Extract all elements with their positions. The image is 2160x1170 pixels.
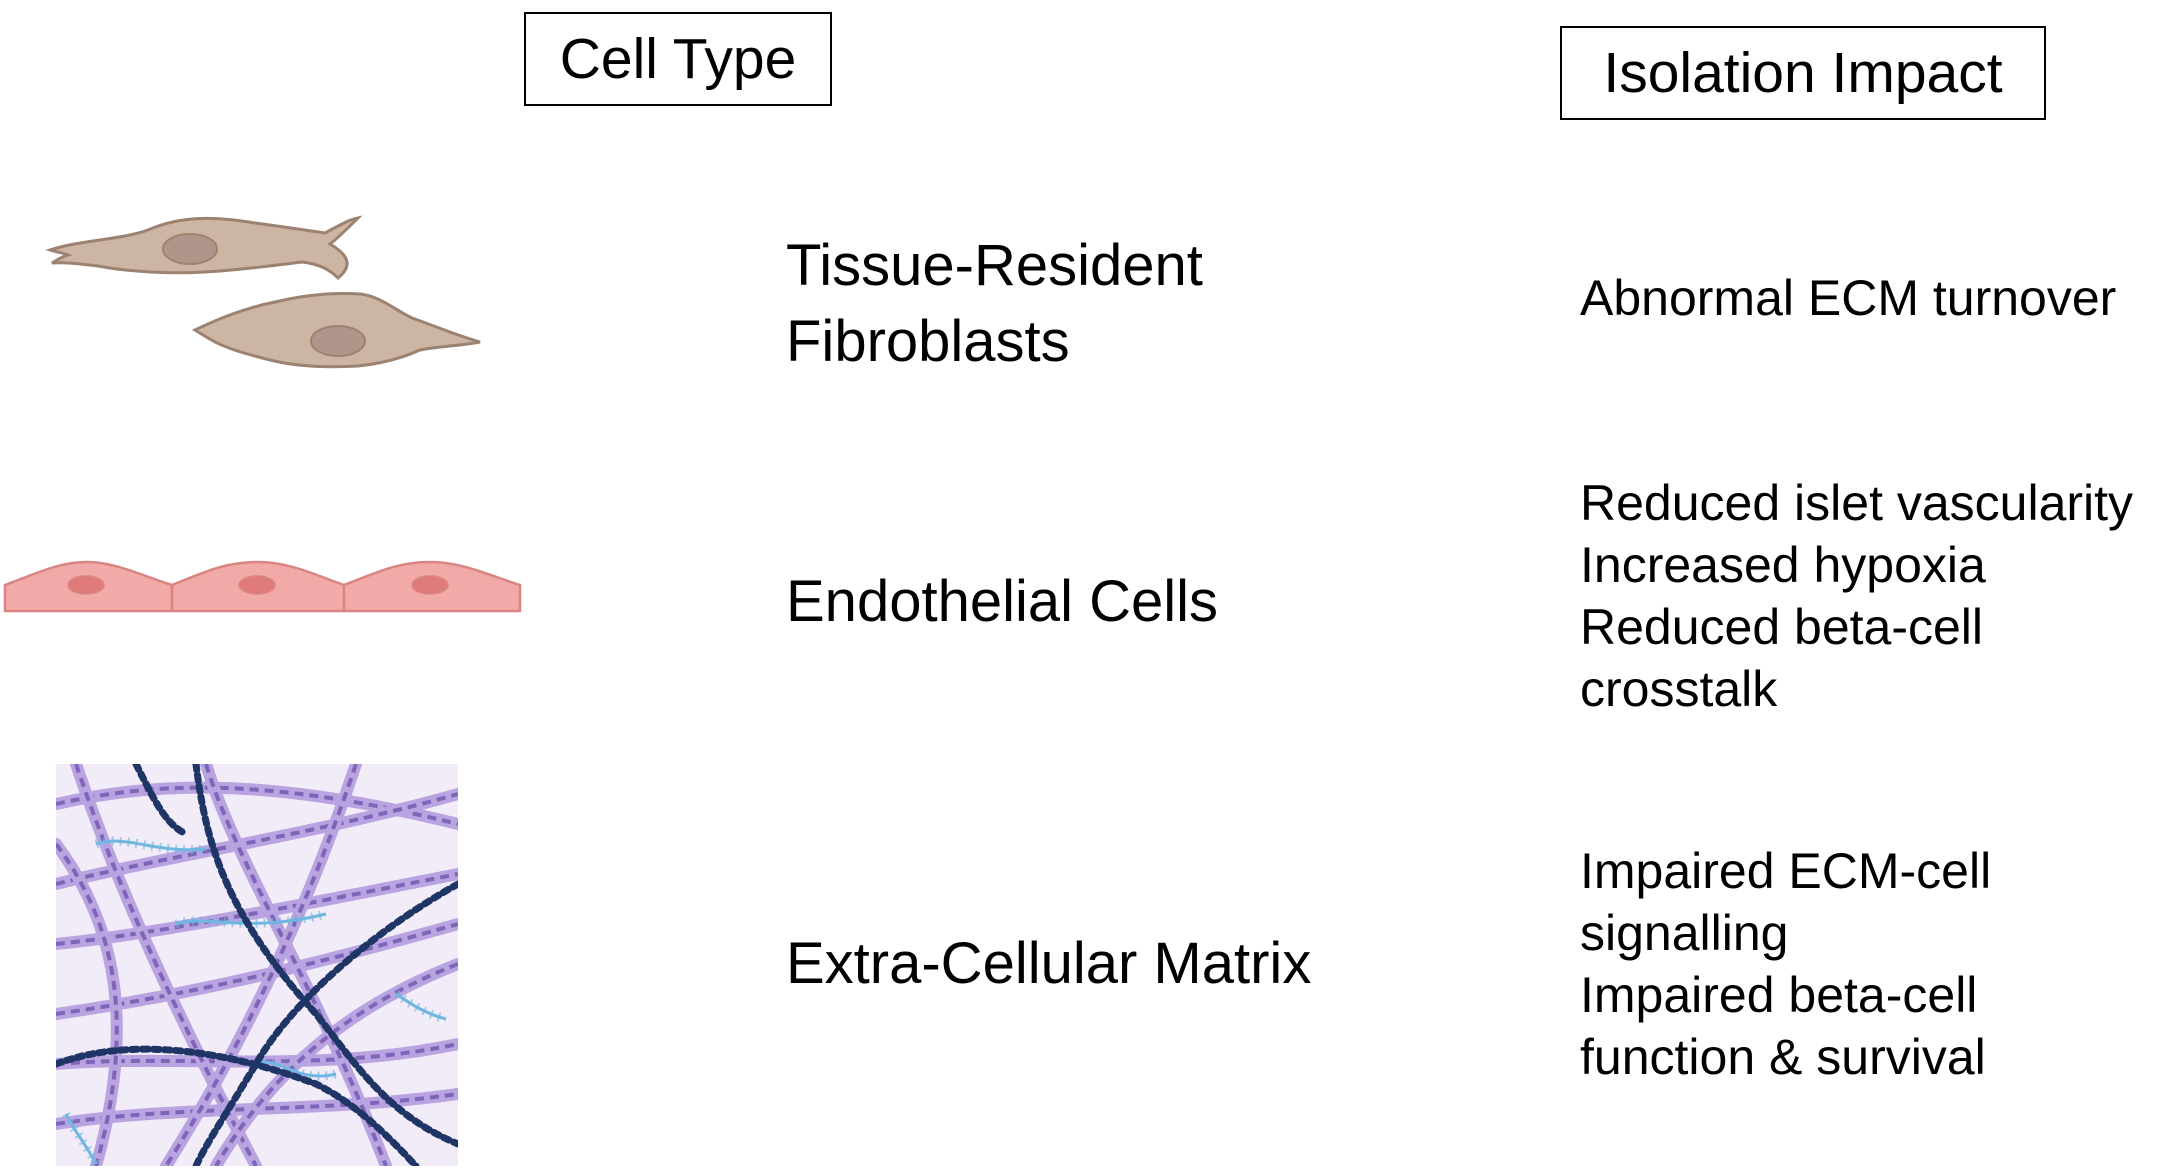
row-label-ecm: Extra-Cellular Matrix	[786, 926, 1311, 1002]
glycan-branches	[94, 836, 207, 855]
impact-line: Impaired ECM-cell	[1580, 843, 1992, 899]
fibroblast-cell-lower	[191, 291, 481, 369]
collagen-twist	[164, 764, 358, 1166]
bead-chain	[192, 880, 458, 1166]
row-label-line: Tissue-Resident	[786, 233, 1203, 298]
endothelial-nucleus	[238, 575, 276, 595]
bead-chain	[192, 764, 458, 1148]
glycan-chain	[395, 992, 447, 1021]
collagen-twist	[56, 842, 119, 1166]
row-label-fibroblasts: Tissue-Resident Fibroblasts	[786, 228, 1203, 380]
impact-line: crosstalk	[1580, 661, 1778, 717]
collagen-twist	[204, 764, 388, 1166]
fibroblast-cells-icon	[45, 215, 481, 369]
collagen-twist	[56, 922, 458, 1016]
endothelial-cells-icon	[3, 560, 522, 613]
extracellular-matrix-icon	[56, 764, 458, 1166]
endothelial-nucleus	[411, 575, 449, 595]
impact-line: function & survival	[1580, 1029, 1986, 1085]
collagen-twist	[74, 764, 258, 1166]
impact-ecm: Impaired ECM-cell signalling Impaired be…	[1580, 840, 1991, 1088]
collagen-twist	[56, 792, 458, 886]
row-label-line: Fibroblasts	[786, 309, 1070, 374]
bead-chain	[56, 1045, 420, 1166]
impact-line: Reduced islet vascularity	[1580, 475, 2134, 531]
glycan-chains	[61, 836, 448, 1166]
row-label-line: Endothelial Cells	[786, 569, 1219, 634]
glycan-chain	[64, 1113, 98, 1165]
impact-line: Increased hypoxia	[1580, 537, 1986, 593]
bead-chain	[132, 764, 190, 838]
impact-line: Impaired beta-cell	[1580, 967, 1978, 1023]
impact-line: signalling	[1580, 905, 1789, 961]
impact-line: Reduced beta-cell	[1580, 599, 1984, 655]
fibroblast-cell-upper	[45, 215, 363, 281]
row-label-line: Extra-Cellular Matrix	[786, 931, 1312, 996]
endothelial-nucleus	[67, 575, 105, 595]
collagen-twist	[214, 962, 458, 1166]
glycan-branches	[253, 1057, 338, 1081]
collagen-fibers	[56, 764, 458, 1166]
row-label-endothelial: Endothelial Cells	[786, 564, 1218, 640]
bead-chains	[56, 764, 458, 1166]
cell-type-header: Cell Type	[524, 12, 832, 106]
collagen-twist	[56, 785, 458, 826]
glycan-branches	[174, 909, 328, 929]
impact-endothelial: Reduced islet vascularity Increased hypo…	[1580, 472, 2133, 720]
impact-fibroblasts: Abnormal ECM turnover	[1580, 267, 2116, 329]
isolation-impact-header: Isolation Impact	[1560, 26, 2046, 120]
impact-line: Abnormal ECM turnover	[1580, 270, 2117, 326]
collagen-twist	[56, 872, 458, 946]
collagen-twist	[56, 1042, 458, 1066]
